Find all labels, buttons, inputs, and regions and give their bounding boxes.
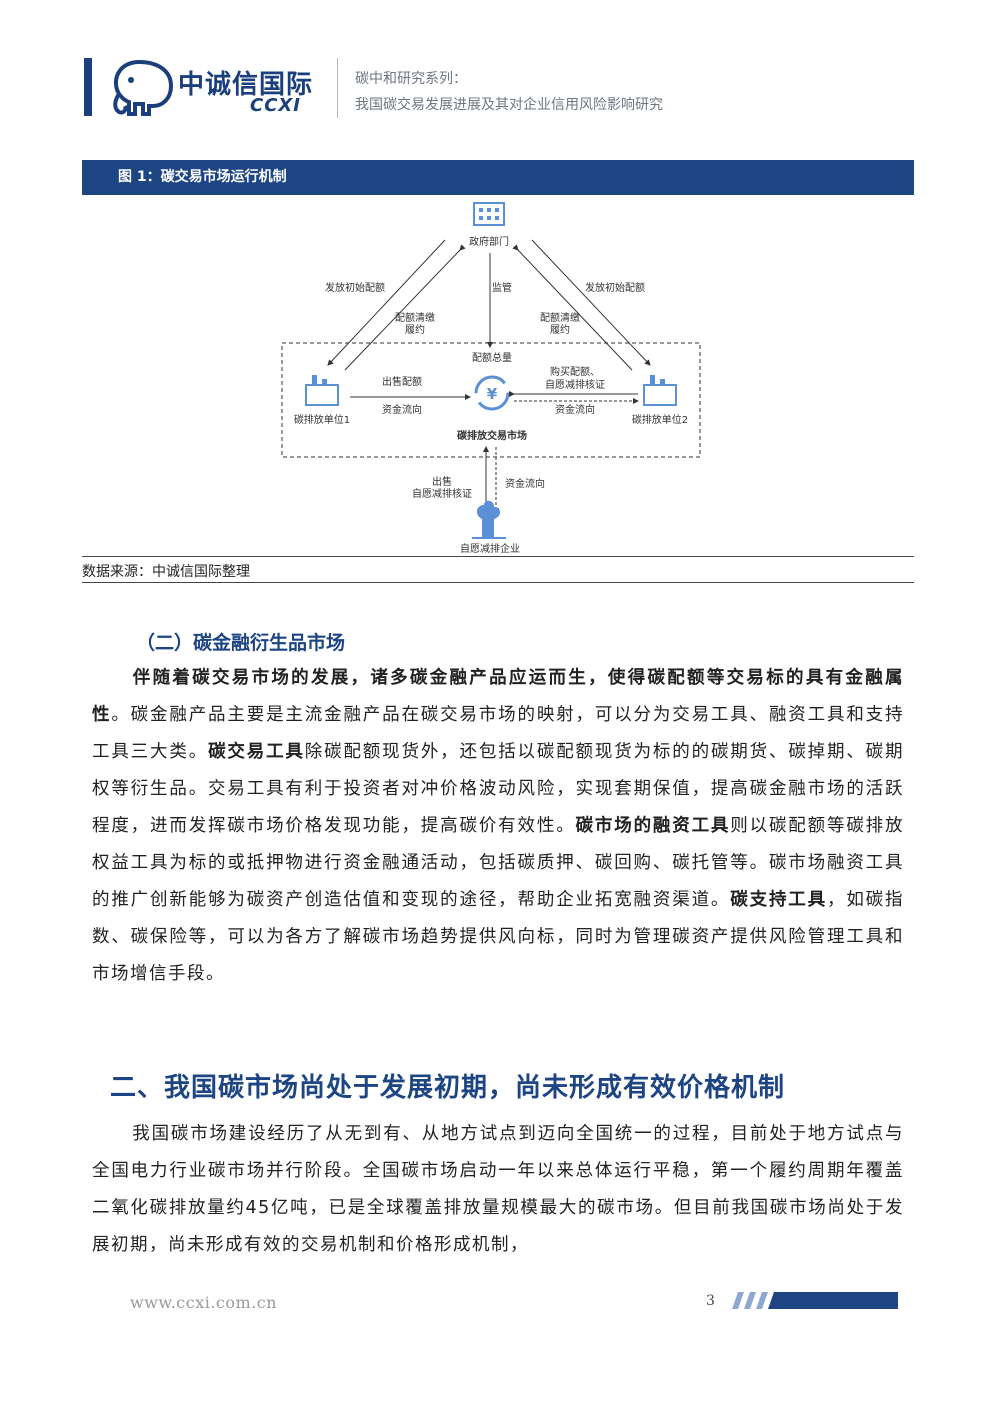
para-bold-support: 碳支持工具 — [730, 890, 827, 910]
source-rule-bottom — [82, 582, 914, 583]
para-bold-financing: 碳市场的融资工具 — [575, 816, 731, 836]
label-sell-bottom-2: 自愿减排核证 — [412, 487, 472, 500]
footer-stripe-decoration — [732, 1292, 898, 1309]
label-sell-bottom-1: 出售 — [432, 475, 452, 488]
yuan-exchange-icon: ¥ — [474, 375, 510, 411]
government-building-icon — [473, 202, 505, 226]
tree-icon — [472, 500, 506, 539]
subsection-heading: （二）碳金融衍生品市场 — [136, 632, 346, 654]
factory-icon-right — [643, 375, 677, 406]
label-cancel-right-2: 履约 — [550, 323, 570, 336]
factory-icon-left — [305, 375, 339, 406]
page-number: 3 — [706, 1293, 715, 1309]
label-sell-quota: 出售配额 — [382, 375, 422, 388]
para-bold-lead: 伴随着碳交易市场的发展，诸多碳金融产品应运而生，使得碳配额等交易标的具有金融属性 — [92, 668, 904, 725]
report-title: 我国碳交易发展进展及其对企业信用风险影响研究 — [355, 97, 663, 113]
figure-caption: 图 1：碳交易市场运行机制 — [82, 160, 914, 195]
label-fund-right: 资金流向 — [555, 403, 595, 416]
series-title: 碳中和研究系列： — [355, 71, 467, 87]
label-regulate: 监管 — [492, 281, 512, 294]
para-bold-trading: 碳交易工具 — [208, 742, 305, 762]
source-rule-top — [82, 556, 914, 557]
logo-english-name: CCXI — [250, 95, 301, 116]
svg-text:¥: ¥ — [487, 385, 498, 403]
node-market: 碳排放交易市场 — [457, 429, 527, 442]
figure-source: 数据来源：中诚信国际整理 — [82, 564, 250, 580]
label-cancel-right-1: 配额清缴 — [540, 311, 580, 324]
node-government: 政府部门 — [469, 235, 509, 248]
subsection-paragraph: 伴随着碳交易市场的发展，诸多碳金融产品应运而生，使得碳配额等交易标的具有金融属性… — [92, 668, 905, 984]
section-paragraph: 我国碳市场建设经历了从无到有、从地方试点到迈向全国统一的过程，目前处于地方试点与… — [92, 1124, 904, 1255]
label-fund-left: 资金流向 — [382, 403, 422, 416]
node-unit2: 碳排放单位2 — [632, 413, 688, 426]
label-issue-left: 发放初始配额 — [325, 281, 385, 294]
section-heading: 二、我国碳市场尚处于发展初期，尚未形成有效价格机制 — [110, 1073, 786, 1103]
node-unit1: 碳排放单位1 — [294, 413, 350, 426]
label-issue-right: 发放初始配额 — [585, 281, 645, 294]
label-total-quota: 配额总量 — [472, 351, 512, 364]
header-accent-bar — [84, 58, 92, 116]
label-cancel-left-1: 配额清缴 — [395, 311, 435, 324]
footer-url: www.ccxi.com.cn — [130, 1293, 278, 1312]
logo-chinese-name: 中诚信国际 — [178, 70, 314, 100]
header-divider — [337, 58, 338, 118]
label-buy-quota-2: 自愿减排核证 — [545, 378, 605, 391]
label-fund-bottom: 资金流向 — [505, 477, 545, 490]
elephant-logo-icon — [113, 59, 174, 116]
label-cancel-left-2: 履约 — [405, 323, 425, 336]
label-buy-quota-1: 购买配额、 — [550, 365, 600, 378]
node-voluntary: 自愿减排企业 — [460, 542, 520, 555]
carbon-market-diagram: 政府部门 发放初始配额 监管 发放初始配额 配额清缴 履约 配额清缴 履约 配额… — [281, 202, 701, 555]
